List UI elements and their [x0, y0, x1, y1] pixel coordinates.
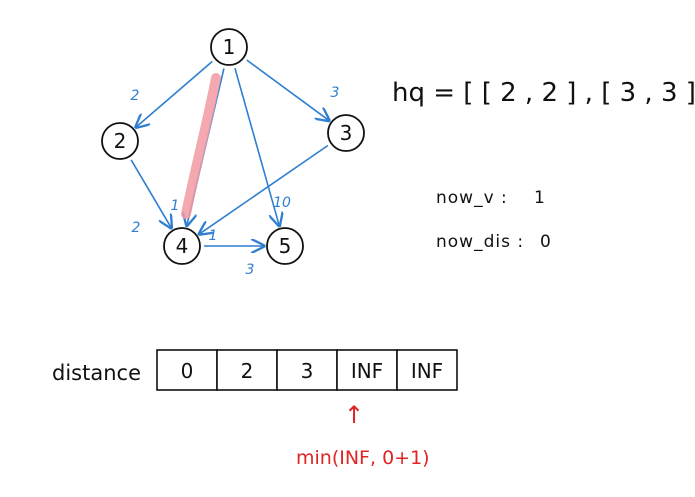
edge-3-4: [199, 144, 329, 234]
distance-cell: INF: [336, 349, 398, 391]
now-v-label: now_v :: [436, 188, 508, 208]
edge-weight-1-3: 3: [331, 85, 340, 101]
edge-weight-3-4: 1: [209, 228, 218, 244]
distance-cell-value: INF: [411, 359, 443, 383]
node-circle: [266, 227, 304, 265]
now-v-value: 1: [534, 188, 546, 208]
edge-1-2: [136, 60, 213, 127]
heap-text: hq = [ [ 2 , 2 ] , [ 3 , 3 ] ]: [392, 78, 695, 108]
edge-1-5: [234, 67, 279, 226]
node-5: 5: [266, 227, 304, 265]
graph: 2 3 1 10 2 1 3 1 2 3 4 5: [101, 28, 365, 278]
highlighted-edge-1-4: [181, 73, 221, 219]
node-3: 3: [327, 114, 365, 152]
now-dis-label: now_dis :: [436, 232, 524, 252]
distance-label: distance: [52, 361, 141, 385]
distance-cell: 0: [156, 349, 218, 391]
node-label: 2: [114, 129, 127, 153]
node-1: 1: [210, 28, 248, 66]
node-label: 3: [340, 121, 353, 145]
node-circle: [163, 227, 201, 265]
distance-cell-box: [396, 349, 458, 391]
edge-weight-2-4: 2: [132, 220, 141, 236]
distance-cell-value: 3: [301, 359, 314, 383]
distance-cell-box: [216, 349, 278, 391]
distance-cell-box: [336, 349, 398, 391]
now-dis-value: 0: [540, 232, 552, 252]
annotation-arrow: ↑: [344, 401, 364, 429]
node-circle: [210, 28, 248, 66]
distance-array: 0 2 3 INF INF: [156, 349, 458, 391]
edge-weight-1-5: 10: [273, 195, 291, 211]
node-label: 4: [176, 234, 189, 258]
node-4: 4: [163, 227, 201, 265]
distance-cell-value: 0: [181, 359, 194, 383]
edge-weight-4-5: 3: [246, 262, 255, 278]
node-label: 5: [279, 234, 292, 258]
distance-cell: INF: [396, 349, 458, 391]
distance-cell-value: 2: [241, 359, 254, 383]
node-2: 2: [101, 122, 139, 160]
edge-2-4: [130, 159, 171, 228]
node-circle: [327, 114, 365, 152]
node-label: 1: [223, 35, 236, 59]
edge-1-3: [246, 59, 329, 121]
graph-edges: [130, 59, 329, 246]
edge-weight-1-2: 2: [131, 88, 140, 104]
graph-nodes: 1 2 3 4 5: [101, 28, 365, 265]
edge-weight-1-4: 1: [171, 198, 180, 214]
edge-weights: 2 3 1 10 2 1 3: [131, 85, 340, 278]
node-circle: [101, 122, 139, 160]
distance-cell: 2: [216, 349, 278, 391]
distance-cell: 3: [276, 349, 338, 391]
distance-cell-value: INF: [351, 359, 383, 383]
annotation-text: min(INF, 0+1): [296, 447, 430, 469]
